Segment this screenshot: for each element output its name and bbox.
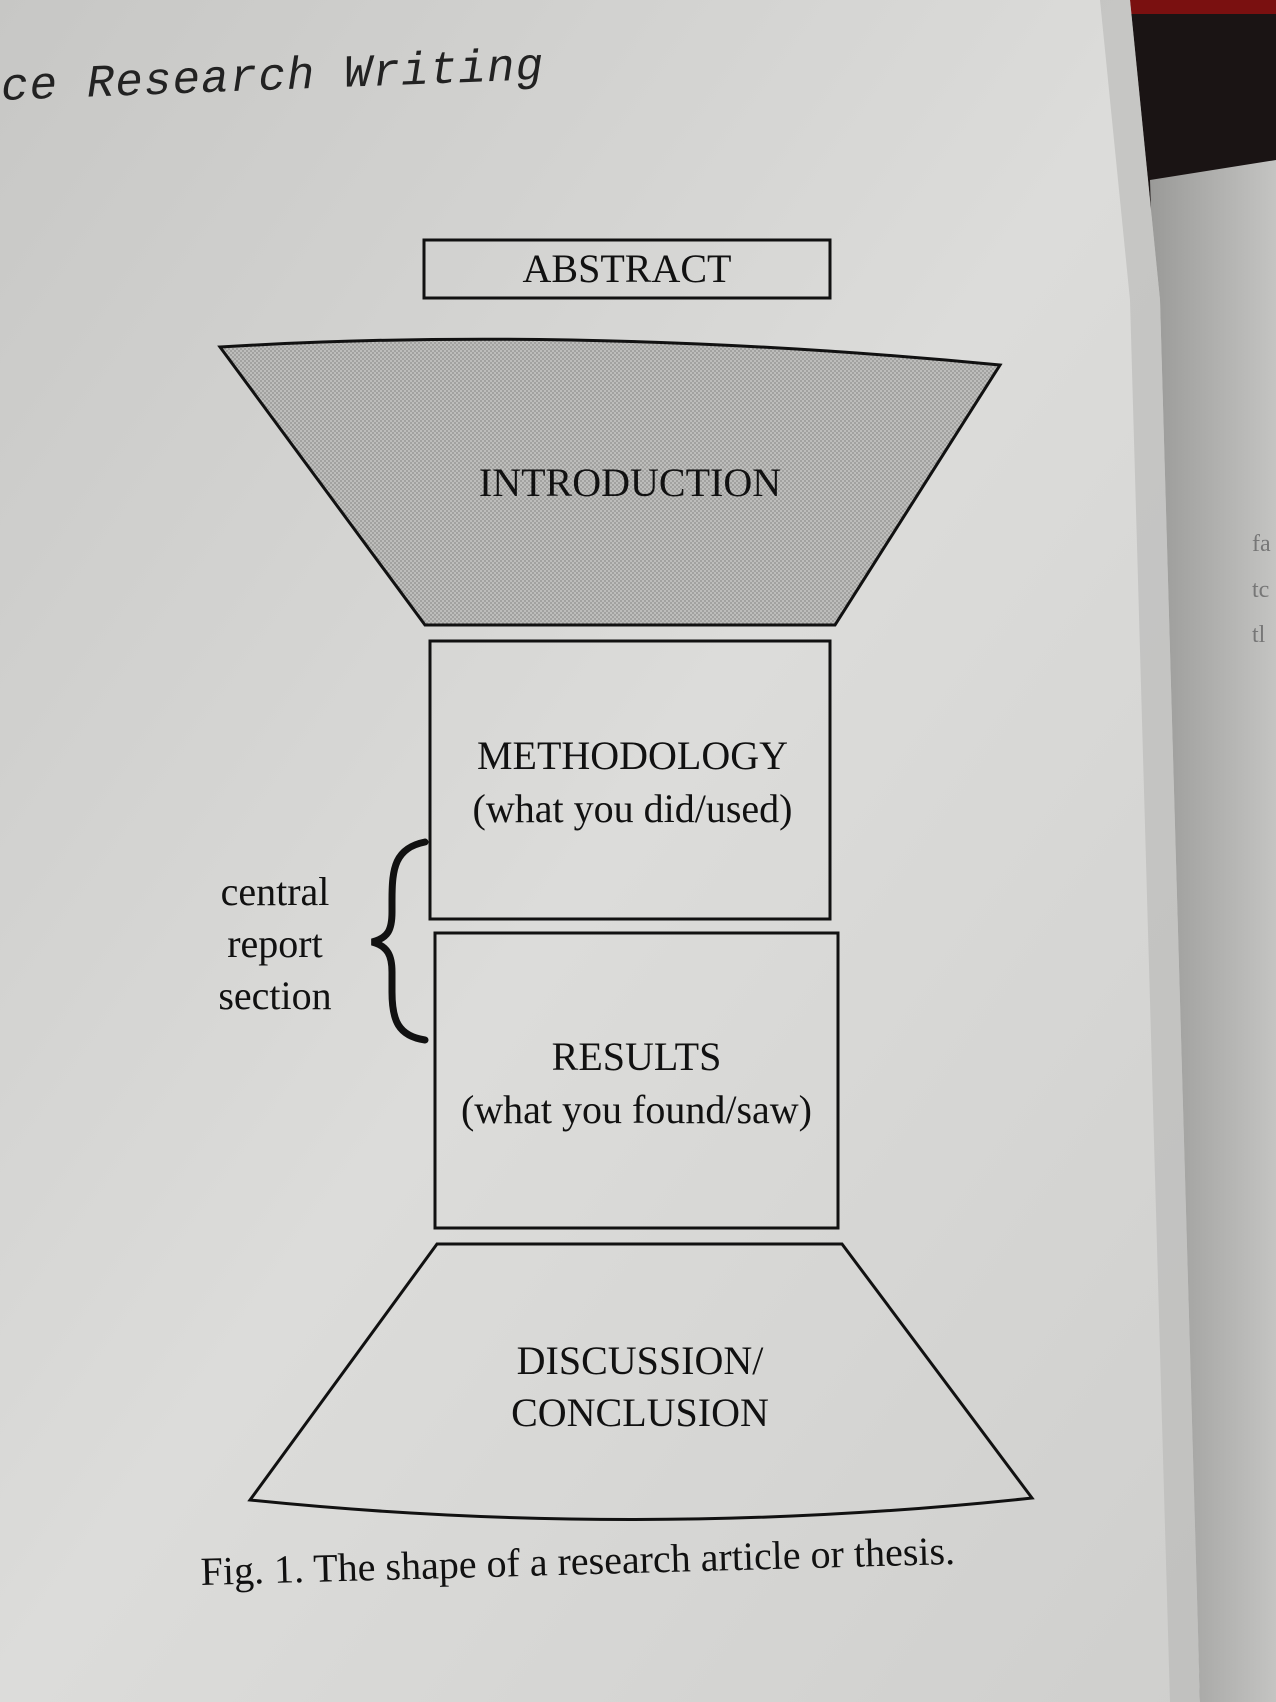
- margin-fragment-1: fa: [1252, 531, 1271, 557]
- central-brace: [370, 838, 429, 1044]
- margin-fragment-2: tc: [1252, 576, 1270, 603]
- results-subtitle: (what you found/saw): [460, 1087, 813, 1132]
- central-label-line-2: report: [227, 921, 323, 966]
- methodology-subtitle: (what you did/used): [472, 786, 793, 831]
- central-label-line-1: central: [220, 869, 330, 914]
- discussion-funnel: [247, 1242, 1035, 1522]
- results-title: RESULTS: [551, 1034, 722, 1079]
- discussion-line-1: DISCUSSION/: [516, 1338, 764, 1383]
- results-box: [433, 931, 840, 1230]
- methodology-box: [428, 639, 832, 921]
- abstract-box: [422, 238, 832, 300]
- central-report-label: central report section: [195, 866, 355, 1022]
- introduction-label: INTRODUCTION: [478, 460, 782, 505]
- margin-fragment-3: tl: [1252, 622, 1266, 649]
- facing-page: [1150, 160, 1276, 1702]
- facing-page-text: fa tc tl: [1252, 522, 1276, 659]
- methodology-title: METHODOLOGY: [476, 733, 789, 778]
- red-glow: [1130, 0, 1276, 14]
- discussion-line-2: CONCLUSION: [511, 1390, 769, 1435]
- abstract-label: ABSTRACT: [522, 246, 732, 291]
- central-label-line-3: section: [218, 973, 332, 1018]
- introduction-funnel: [217, 337, 1003, 627]
